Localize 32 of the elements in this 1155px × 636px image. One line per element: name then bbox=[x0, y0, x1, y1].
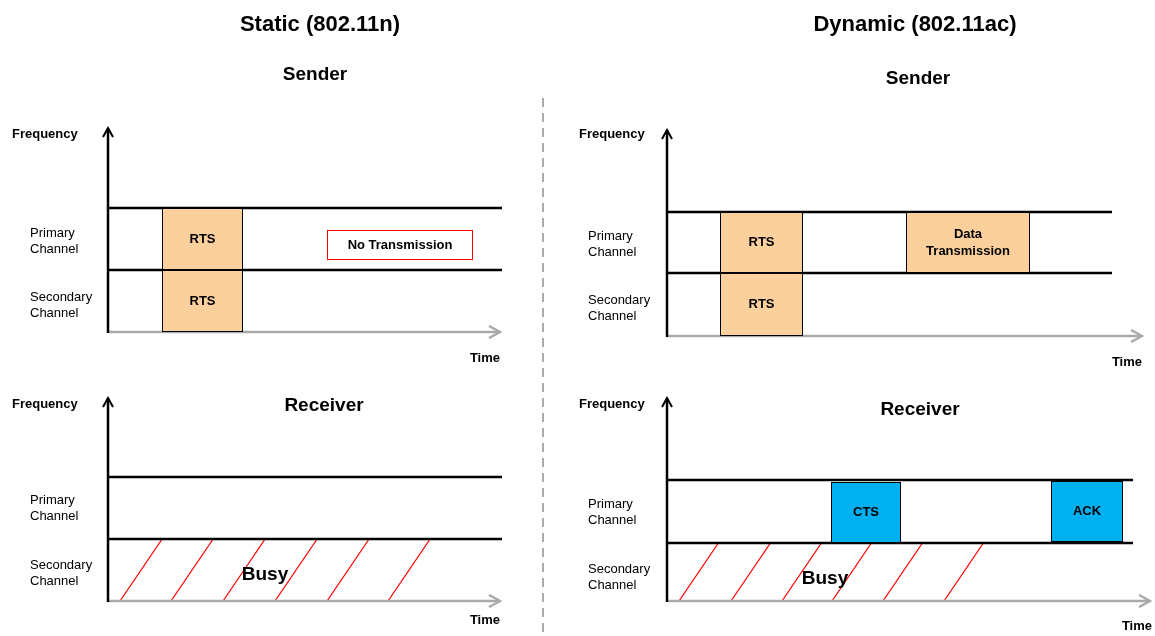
channel-label: Secondary Channel bbox=[588, 561, 652, 594]
panel-heading: Dynamic (802.11ac) bbox=[813, 10, 1017, 38]
data-block: Data Transmission bbox=[906, 212, 1030, 273]
axis-label: Time bbox=[1111, 354, 1142, 371]
section-heading: Receiver bbox=[284, 393, 364, 417]
axis-label: Time bbox=[469, 350, 500, 367]
section-heading: Receiver bbox=[880, 397, 960, 421]
channel-label: Secondary Channel bbox=[30, 289, 94, 322]
channel-label: Secondary Channel bbox=[30, 557, 94, 590]
channel-label: Primary Channel bbox=[30, 225, 80, 258]
cts-block: CTS bbox=[831, 482, 901, 543]
axis-label: Frequency bbox=[12, 396, 78, 413]
channel-label: Primary Channel bbox=[30, 492, 80, 525]
busy-label: Busy bbox=[801, 566, 849, 590]
rts-block: RTS bbox=[720, 273, 803, 336]
axis-label: Frequency bbox=[12, 126, 78, 143]
channel-label: Primary Channel bbox=[588, 228, 638, 261]
channel-label: Primary Channel bbox=[588, 496, 638, 529]
rts-block: RTS bbox=[162, 270, 243, 332]
rts-block: RTS bbox=[162, 208, 243, 270]
channel-label: Secondary Channel bbox=[588, 292, 652, 325]
axis-label: Frequency bbox=[579, 396, 645, 413]
busy-label: Busy bbox=[241, 562, 289, 586]
panel-heading: Static (802.11n) bbox=[239, 10, 401, 38]
rts-block: RTS bbox=[720, 212, 803, 273]
status-note: No Transmission bbox=[327, 230, 473, 260]
axis-label: Frequency bbox=[579, 126, 645, 143]
section-heading: Sender bbox=[885, 66, 951, 90]
section-heading: Sender bbox=[282, 62, 348, 86]
axis-label: Time bbox=[469, 612, 500, 629]
axis-label: Time bbox=[1121, 618, 1152, 635]
ack-block: ACK bbox=[1051, 481, 1123, 542]
